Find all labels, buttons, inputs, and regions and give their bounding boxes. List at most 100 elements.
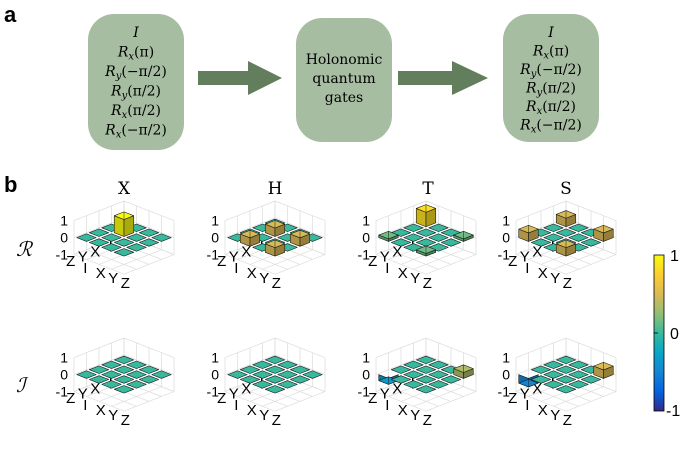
plot-imag-h-bar — [277, 360, 298, 369]
plot-real-x-row-basis-label: Y — [78, 248, 88, 265]
input-gate-2: Ry(−π/2) — [104, 64, 167, 82]
plot-real-h-row-basis-label: Y — [229, 248, 239, 265]
plot-real-t-col-basis-label: Y — [410, 270, 420, 287]
plot-imag-h-bar — [239, 375, 261, 384]
plot-real-s: 10-1IIXXYYZZ — [498, 200, 617, 292]
plot-imag-t-bar — [415, 365, 437, 374]
output-gates-box — [503, 14, 599, 142]
plot-imag-s-bar — [555, 375, 577, 384]
input-gate-4: Rx(π/2) — [110, 103, 161, 121]
plot-imag-t-col-basis-label: Y — [410, 407, 420, 424]
plot-real-h-col-basis-label: I — [234, 260, 238, 277]
colorbar-tick-mid: 0 — [670, 326, 679, 343]
plot-real-x-col-basis-label: Z — [121, 275, 130, 292]
input-gates-box — [88, 14, 184, 150]
plot-real-s-bar — [568, 233, 589, 242]
plot-imag-t-bar — [403, 370, 424, 379]
plot-imag-t-bar — [415, 385, 437, 394]
arrow-to-output — [398, 61, 488, 95]
plot-real-t: 10-1IIXXYYZZ — [358, 200, 477, 292]
arrow-to-holonomic — [198, 61, 282, 95]
plot-real-t-col-basis-label: Z — [423, 275, 432, 292]
plot-imag-t-bar — [390, 365, 412, 374]
plot-real-h-bar — [264, 239, 286, 257]
colorbar-tick-max: 1 — [670, 248, 679, 265]
plot-real-h-zticklabel: -1 — [207, 247, 220, 263]
plot-real-h-zticklabel: 0 — [211, 230, 219, 246]
plot-real-s-row-basis-label: Z — [508, 253, 517, 270]
plot-imag-t-bar — [428, 360, 449, 369]
plot-imag-x-bar — [76, 370, 97, 379]
plot-imag-s-bar — [568, 360, 589, 369]
plot-real-t-bar — [428, 233, 449, 242]
plot-real-s-bar — [543, 233, 564, 242]
plot-imag-h-bar — [239, 365, 261, 374]
input-gate-1: Rx(π) — [117, 45, 154, 63]
plot-real-x-bar — [76, 233, 97, 242]
plot-imag-s-bar — [568, 380, 589, 389]
plot-real-t-bar — [415, 228, 437, 237]
plot-real-x-bar — [88, 238, 110, 247]
plot-imag-s-row-basis-label: Z — [508, 390, 517, 407]
plot-imag-h-col-basis-label: X — [247, 402, 257, 419]
plot-real-x-bar — [101, 233, 122, 242]
plot-real-t-bar — [428, 243, 449, 252]
plot-imag-x-bar — [126, 360, 147, 369]
plot-imag-x-zticklabel: 0 — [60, 367, 68, 383]
plot-imag-t-row-basis-label: X — [392, 380, 402, 397]
plot-imag-s-bar — [530, 375, 552, 384]
plot-real-s-zticklabel: 0 — [502, 230, 510, 246]
plot-imag-h-bar — [277, 380, 298, 389]
holonomic-line-1: Holonomic — [306, 52, 383, 68]
column-title-x: X — [118, 179, 131, 199]
plot-real-t-col-basis-label: X — [398, 265, 408, 282]
plot-imag-x-bar — [126, 380, 147, 389]
colorbar-tick-min: -1 — [666, 403, 680, 420]
plot-imag-x-bar — [138, 365, 160, 374]
plot-real-t-row-basis-label: Y — [380, 248, 390, 265]
plot-imag-x-bar — [101, 360, 122, 369]
plot-imag-x-row-basis-label: Z — [66, 390, 75, 407]
plot-imag-t-col-basis-label: X — [398, 402, 408, 419]
output-gate-1: Rx(π) — [532, 44, 569, 62]
holonomic-line-3: gates — [325, 90, 363, 106]
plot-real-s-bar — [593, 224, 614, 242]
plot-real-x-col-basis-label: X — [96, 265, 106, 282]
plot-real-t-row-basis-label: Z — [368, 253, 377, 270]
plot-imag-s-bar — [543, 370, 564, 379]
plot-real-x-row-basis-label: Z — [66, 253, 75, 270]
output-gate-0: I — [547, 25, 554, 41]
plot-imag-h-zticklabel: 0 — [211, 367, 219, 383]
plot-real-t-bar — [453, 230, 474, 242]
plot-imag-x-bar — [113, 365, 135, 374]
plot-imag-t-bar — [415, 375, 437, 384]
plot-imag-s-col-basis-label: X — [538, 402, 548, 419]
plot-imag-h-bar — [252, 370, 273, 379]
plot-imag-x-row-basis-label: Y — [78, 385, 88, 402]
plot-real-t-row-basis-label: X — [392, 243, 402, 260]
plot-imag-h-bar — [264, 385, 286, 394]
plot-imag-s-row-basis-label: Y — [520, 385, 530, 402]
plot-imag-s-zticklabel: 1 — [502, 350, 510, 366]
plot-real-t-bar — [403, 233, 424, 242]
plot-imag-h-row-basis-label: X — [241, 380, 251, 397]
plot-real-h-row-basis-label: X — [241, 243, 251, 260]
plot-imag-s-zticklabel: 0 — [502, 367, 510, 383]
plot-imag-t-zticklabel: -1 — [358, 384, 371, 400]
plot-real-s-bar — [543, 223, 564, 232]
plot-real-t-bar — [415, 204, 437, 228]
plot-real-s-zticklabel: 1 — [502, 213, 510, 229]
plot-real-s-bar — [555, 210, 577, 228]
plot-imag-s-col-basis-label: I — [525, 397, 529, 414]
plot-imag-t-zticklabel: 0 — [362, 367, 370, 383]
plot-imag-x-bar — [151, 370, 172, 379]
plot-imag-s-zticklabel: -1 — [498, 384, 511, 400]
plot-imag-x-bar — [113, 385, 135, 394]
plot-imag-x: 10-1IIXXYYZZ — [56, 337, 175, 429]
plot-imag-s-row-basis-label: X — [532, 380, 542, 397]
plot-real-s-bar — [518, 224, 539, 242]
plot-imag-s-bar — [555, 355, 577, 365]
column-title-h: H — [268, 179, 283, 199]
plot-real-h-col-basis-label: X — [247, 265, 257, 282]
